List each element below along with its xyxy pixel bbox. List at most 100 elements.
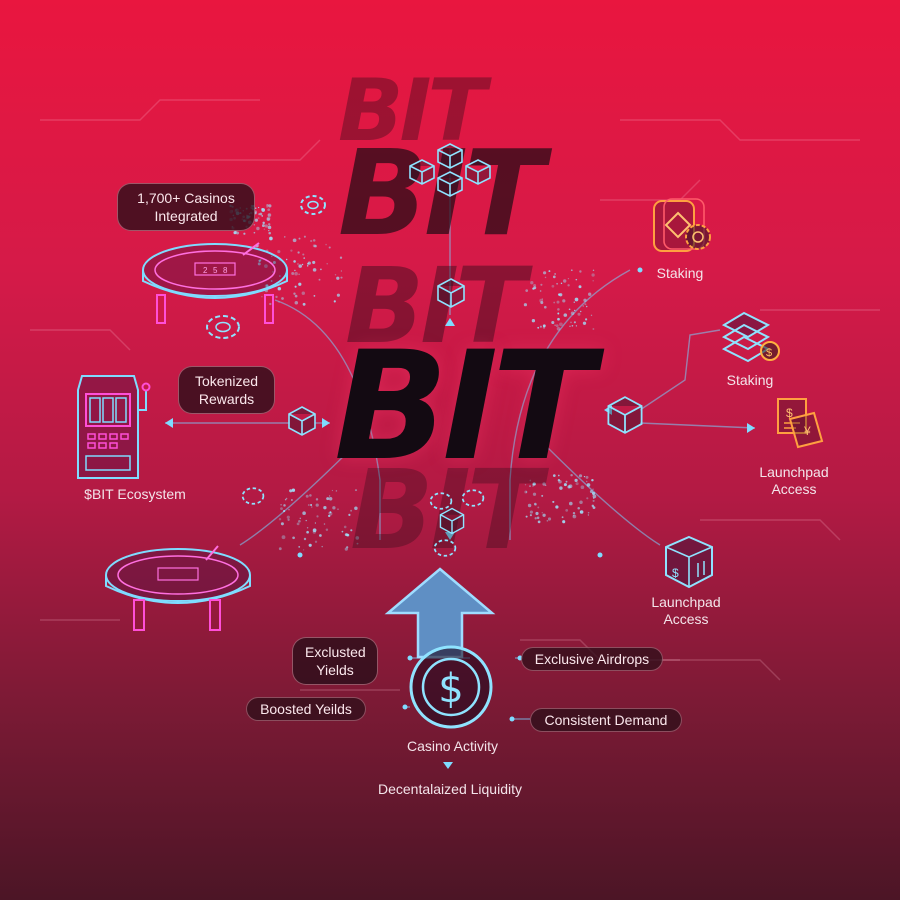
- particle-dot: [589, 489, 593, 494]
- particle-dot: [314, 244, 317, 248]
- particle-dot: [337, 508, 339, 510]
- particle-dot: [570, 473, 573, 477]
- launchpad-label-2-line-2: Access: [663, 611, 709, 627]
- particle-dot: [299, 517, 302, 520]
- particle-dot: [557, 293, 561, 296]
- tokenized-rewards-line-2: Rewards: [198, 391, 255, 407]
- particle-dot: [298, 237, 301, 240]
- particle-dot: [314, 540, 318, 543]
- particle-dot: [275, 295, 278, 299]
- ghost-title-3: BIT: [345, 245, 526, 367]
- particle-dot: [577, 506, 580, 510]
- particle-dot: [586, 483, 591, 487]
- particle-dot: [585, 318, 588, 321]
- particle-dot: [560, 282, 563, 285]
- particle-dot: [328, 495, 331, 497]
- particle-dot: [568, 308, 571, 311]
- ghost-title-2: BIT: [338, 124, 544, 262]
- particle-dot: [579, 310, 582, 313]
- particle-dot: [556, 282, 558, 285]
- particle-dot: [531, 319, 536, 323]
- particle-dot: [535, 504, 537, 506]
- particle-dot: [271, 255, 273, 257]
- particle-dot: [533, 286, 537, 290]
- particle-dot: [319, 534, 322, 537]
- particle-dot: [547, 517, 552, 521]
- cube-icon: [439, 507, 465, 535]
- particle-dot: [289, 489, 293, 493]
- particle-dot: [311, 506, 313, 508]
- particle-dot: [264, 224, 268, 228]
- particle-dot: [541, 494, 544, 497]
- particle-dot: [541, 511, 544, 514]
- particle-dot: [243, 232, 246, 235]
- launchpad-box-icon: $: [665, 535, 713, 589]
- particle-dot: [261, 295, 263, 298]
- particle-dot: [312, 528, 317, 533]
- particle-dot: [554, 324, 556, 327]
- launchpad-label-2: Launchpad Access: [640, 594, 732, 628]
- particle-dot: [301, 263, 304, 266]
- particle-dot: [563, 483, 567, 487]
- particle-dot: [341, 530, 344, 533]
- particle-dot: [578, 474, 583, 478]
- particle-dot: [543, 305, 547, 309]
- particle-dot: [267, 213, 272, 217]
- particle-dot: [316, 515, 319, 518]
- particle-dot: [570, 321, 572, 324]
- particle-dot: [310, 239, 313, 243]
- particle-dot: [557, 308, 560, 311]
- particle-dot: [591, 273, 595, 277]
- particle-dot: [305, 519, 307, 522]
- particle-dot: [287, 518, 290, 521]
- particle-dot: [552, 275, 556, 279]
- particle-dot: [293, 292, 296, 295]
- particle-dot: [562, 299, 566, 303]
- particle-dot: [326, 263, 328, 265]
- particle-dot: [269, 236, 271, 239]
- particle-dot: [255, 218, 258, 222]
- particle-dot: [582, 305, 584, 307]
- particle-dot: [582, 321, 587, 325]
- particle-dot: [540, 301, 544, 305]
- particle-dot: [561, 516, 564, 519]
- particle-dot: [288, 508, 290, 511]
- particle-dot: [298, 545, 301, 548]
- particle-dot: [588, 292, 592, 296]
- particle-dot: [328, 246, 331, 249]
- particle-dot: [331, 489, 334, 492]
- particle-dot: [318, 278, 321, 281]
- particle-dot: [286, 515, 290, 519]
- table-slot-3: 8: [223, 266, 228, 275]
- particle-dot: [325, 243, 327, 246]
- particle-dot: [590, 314, 593, 317]
- particle-dot: [544, 276, 547, 279]
- particle-dot: [328, 497, 333, 501]
- casino-activity-label: Casino Activity: [406, 738, 499, 754]
- particle-dot: [575, 278, 578, 281]
- particle-dot: [264, 264, 268, 268]
- particle-dot: [533, 284, 537, 287]
- particle-dot: [542, 482, 546, 486]
- particle-dot: [552, 474, 556, 477]
- particle-dot: [267, 223, 271, 226]
- particle-dot: [557, 312, 560, 315]
- particle-dot: [587, 514, 590, 516]
- particle-dot: [570, 269, 573, 272]
- bit-ecosystem-label: $BIT Ecosystem: [84, 486, 186, 502]
- particle-dot: [354, 489, 358, 492]
- launchpad-label-1: Launchpad Access: [748, 464, 840, 498]
- casino-table-icon: [105, 545, 251, 631]
- particle-dot: [272, 261, 276, 264]
- particle-dot: [281, 535, 286, 540]
- ghost-title-1: BIT: [338, 61, 486, 161]
- particle-dot: [565, 480, 568, 483]
- particle-dot: [586, 497, 589, 500]
- particle-dot: [557, 474, 560, 477]
- particle-dot: [334, 274, 337, 276]
- particle-dot: [280, 503, 282, 506]
- cube-cluster-icon: [409, 143, 491, 197]
- particle-dot: [539, 298, 544, 303]
- particle-dot: [309, 494, 312, 497]
